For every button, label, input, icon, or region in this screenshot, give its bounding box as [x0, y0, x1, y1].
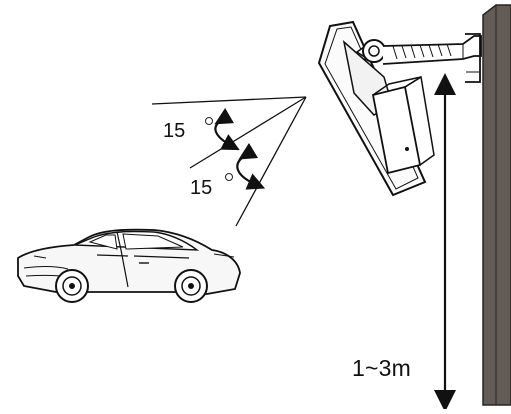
upper-degree-mark — [205, 117, 213, 125]
reader-device — [317, 20, 482, 197]
upper-angle-value: 15 — [163, 120, 186, 142]
mounting-height-label: 1~3m — [352, 355, 411, 381]
lower-angle-value: 15 — [190, 177, 213, 199]
car — [17, 228, 241, 303]
lower-angle-arrow — [236, 142, 266, 190]
pole — [482, 3, 511, 406]
lower-degree-mark — [225, 173, 233, 181]
upper-angle-arrow — [214, 107, 240, 151]
viewing-angle-lines — [151, 96, 307, 227]
